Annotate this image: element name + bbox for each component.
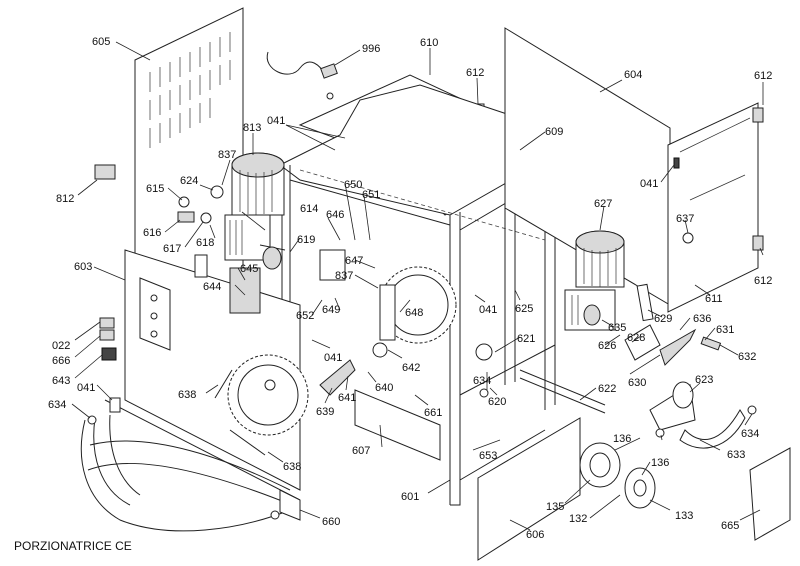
part-label: 652 [296, 310, 314, 322]
part-label: 996 [362, 43, 380, 55]
part-label: 837 [218, 149, 236, 161]
part-label: 022 [52, 340, 70, 352]
part-label: 626 [598, 340, 616, 352]
part-label: 643 [52, 375, 70, 387]
part-label: 632 [738, 351, 756, 363]
part-label: 625 [515, 303, 533, 315]
part-label: 132 [569, 513, 587, 525]
right-motor-assembly [564, 230, 625, 331]
part-label: 606 [526, 529, 544, 541]
part-label: 637 [676, 213, 694, 225]
power-cable [266, 51, 338, 100]
leader-lines [71, 41, 764, 531]
part-label: 644 [203, 281, 221, 293]
part-label: 620 [488, 396, 506, 408]
part-label: 041 [324, 352, 342, 364]
part-label: 611 [705, 293, 723, 305]
part-label: 660 [322, 516, 340, 528]
right-side-door [504, 27, 764, 313]
drive-shaft [519, 369, 656, 509]
part-label: 616 [143, 227, 161, 239]
part-label: 133 [675, 510, 693, 522]
part-label: 041 [267, 115, 285, 127]
part-label: 634 [473, 375, 491, 387]
wire-basket-guard [80, 399, 301, 532]
part-label: 609 [545, 126, 563, 138]
part-label: 631 [716, 324, 734, 336]
part-label: 615 [146, 183, 164, 195]
part-label: 636 [693, 313, 711, 325]
part-label: 614 [300, 203, 318, 215]
part-label: 623 [695, 374, 713, 386]
part-label: 607 [352, 445, 370, 457]
lower-panels [354, 389, 581, 561]
part-label: 621 [517, 333, 535, 345]
part-label: 619 [297, 234, 315, 246]
part-label: 136 [651, 457, 669, 469]
part-label: 634 [741, 428, 759, 440]
small-components [87, 164, 757, 520]
part-label: 601 [401, 491, 419, 503]
left-motor-assembly [224, 152, 286, 270]
part-label: 812 [56, 193, 74, 205]
part-label: 649 [322, 304, 340, 316]
part-label: 650 [344, 179, 362, 191]
part-label: 642 [402, 362, 420, 374]
part-label: 628 [627, 332, 645, 344]
part-label: 604 [624, 69, 642, 81]
part-label: 633 [727, 449, 745, 461]
part-label: 624 [180, 175, 198, 187]
part-label: 603 [74, 261, 92, 273]
part-label: 638 [283, 461, 301, 473]
part-label: 666 [52, 355, 70, 367]
part-label: 627 [594, 198, 612, 210]
part-label: 653 [479, 450, 497, 462]
part-label: 612 [754, 70, 772, 82]
part-label: 041 [640, 178, 658, 190]
part-label: 638 [178, 389, 196, 401]
part-label: 618 [196, 237, 214, 249]
part-labels: 605 996 610 612 604 612 041 813 837 624 … [48, 36, 772, 541]
part-label: 135 [546, 501, 564, 513]
part-label: 634 [48, 399, 66, 411]
part-label: 617 [163, 243, 181, 255]
part-label: 610 [420, 37, 438, 49]
part-label: 647 [345, 255, 363, 267]
part-label: 136 [613, 433, 631, 445]
part-label: 612 [466, 67, 484, 79]
right-small-parts [624, 283, 791, 541]
part-label: 648 [405, 307, 423, 319]
part-label: 640 [375, 382, 393, 394]
part-label: 639 [316, 406, 334, 418]
part-label: 665 [721, 520, 739, 532]
part-label: 041 [77, 382, 95, 394]
part-label: 646 [326, 209, 344, 221]
part-label: 612 [754, 275, 772, 287]
part-label: 622 [598, 383, 616, 395]
part-label: 641 [338, 392, 356, 404]
part-label: 813 [243, 122, 261, 134]
part-label: 661 [424, 407, 442, 419]
part-label: 651 [362, 189, 380, 201]
part-label: 645 [240, 263, 258, 275]
part-label: 041 [479, 304, 497, 316]
part-label: 837 [335, 270, 353, 282]
diagram-caption: PORZIONATRICE CE [14, 539, 132, 553]
part-label: 629 [654, 313, 672, 325]
part-label: 635 [608, 322, 626, 334]
part-label: 630 [628, 377, 646, 389]
part-label: 605 [92, 36, 110, 48]
